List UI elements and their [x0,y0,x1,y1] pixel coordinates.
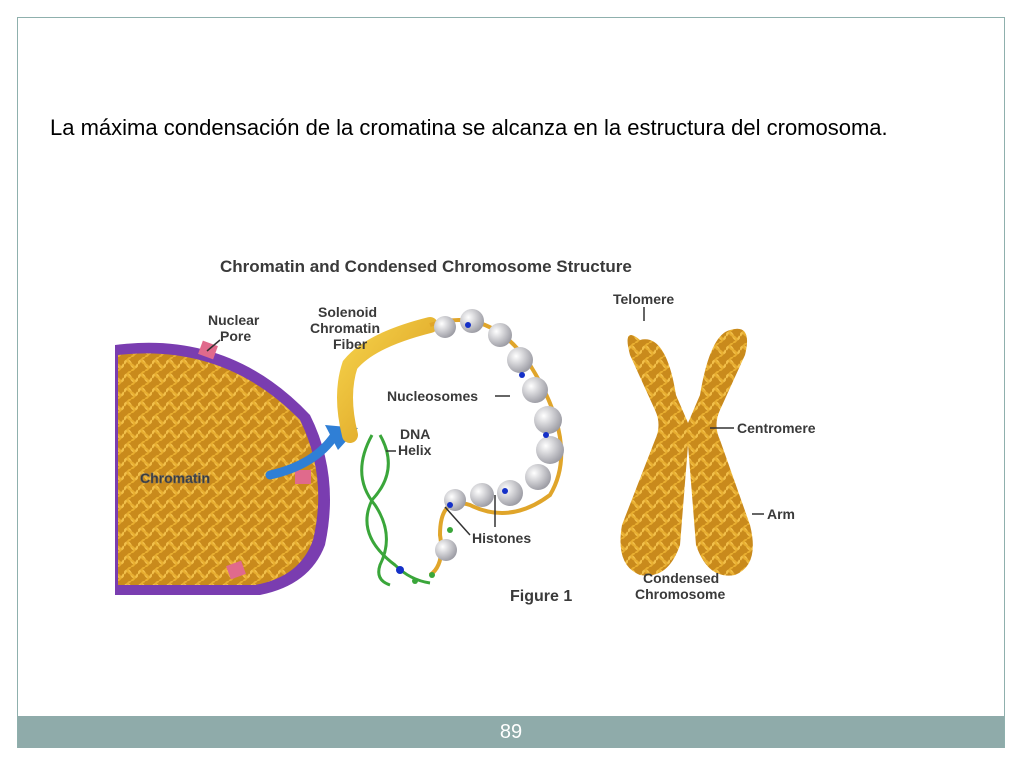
label-nuclear-pore-1: Nuclear [208,312,260,328]
label-condensed-1: Condensed [643,570,719,586]
label-histones: Histones [472,530,531,546]
label-chromatin: Chromatin [140,470,210,486]
leader-line [206,339,221,352]
dna-helix-strand-2 [365,434,431,585]
page-number: 89 [499,721,523,743]
label-solenoid-1: Solenoid [318,304,377,320]
condensed-chromosome [620,328,753,576]
label-telomere: Telomere [613,291,674,307]
label-solenoid-2: Chromatin [310,320,380,336]
label-dna-2: Helix [398,442,432,458]
figure-title: Chromatin and Condensed Chromosome Struc… [220,257,632,276]
slide-body-text: La máxima condensación de la cromatina s… [50,115,888,140]
dna-dot [429,572,435,578]
label-centromere: Centromere [737,420,816,436]
dna-helix-strand-1 [360,434,391,587]
nuclear-pore [295,470,311,484]
chromatin-diagram: Chromatin and Condensed Chromosome Struc… [115,257,816,605]
label-nuclear-pore-2: Pore [220,328,251,344]
label-solenoid-3: Fiber [333,336,368,352]
nuclear-pore [226,560,246,580]
histone-dot [396,566,404,574]
figure-caption: Figure 1 [510,588,572,605]
footer-bar: 89 [18,716,1004,748]
zoom-arrow [265,430,340,480]
chromatin-figure: Chromatin and Condensed Chromosome Struc… [110,245,850,625]
solenoid-fiber [337,317,438,443]
label-condensed-2: Chromosome [635,586,725,602]
label-arm: Arm [767,506,795,522]
leader-line [444,506,471,536]
label-dna-1: DNA [400,426,430,442]
histone-group [434,309,564,561]
label-nucleosomes: Nucleosomes [387,388,478,404]
nucleus [115,340,330,595]
dna-dot [447,527,453,533]
dna-dot [412,578,418,584]
